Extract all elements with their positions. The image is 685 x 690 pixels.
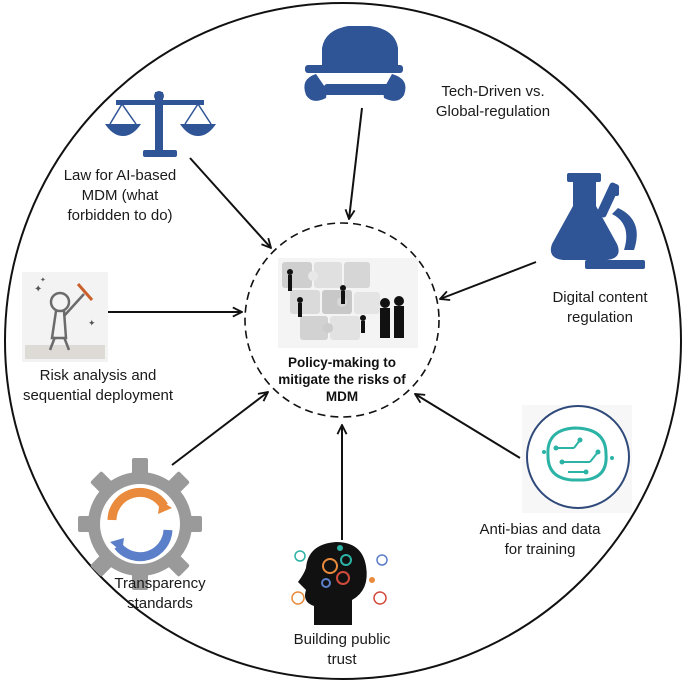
center-title-line: Policy-making to (287, 355, 397, 370)
label-law-ai: Law for AI-based MDM (what forbidden to … (50, 166, 190, 226)
puzzle-team-image (278, 258, 418, 348)
label-transparency: Transparency standards (100, 574, 220, 614)
label-line: Anti-bias and data (479, 521, 601, 538)
label-line: standards (127, 595, 193, 612)
label-public-trust: Building public trust (280, 630, 404, 670)
label-line: MDM (what (81, 187, 159, 204)
arrow-anti-bias (415, 394, 521, 459)
label-digital-content: Digital content regulation (540, 288, 660, 328)
svg-text:✦: ✦ (88, 319, 96, 329)
label-line: Law for AI-based (63, 167, 177, 184)
center-title: Policy-making to mitigate the risks of M… (262, 354, 422, 405)
label-line: regulation (567, 309, 633, 326)
label-line: forbidden to do) (67, 207, 173, 224)
label-line: Global-regulation (435, 103, 551, 120)
label-line: Transparency (114, 575, 206, 592)
label-line: Tech-Driven vs. (441, 83, 545, 100)
lab-flask-microscope-icon (550, 173, 645, 269)
arrow-digital-content (440, 261, 537, 299)
head-with-gears-icon (287, 540, 394, 626)
arrow-tech-driven (349, 107, 363, 219)
arrow-transparency (171, 392, 268, 466)
label-line: Risk analysis and (39, 367, 157, 384)
label-line: Building public (293, 631, 391, 648)
label-line: sequential deployment (22, 387, 174, 404)
hard-hat-wrench-icon (304, 26, 406, 101)
arrow-law-ai (189, 157, 271, 248)
svg-text:✦: ✦ (34, 284, 42, 295)
label-line: trust (327, 651, 357, 668)
label-line: Digital content (552, 289, 648, 306)
scales-of-justice-icon (105, 91, 216, 157)
label-anti-bias: Anti-bias and data for training (470, 520, 610, 560)
circuit-brain-icon (522, 405, 632, 513)
label-line: for training (504, 541, 576, 558)
label-tech-driven: Tech-Driven vs. Global-regulation (418, 82, 568, 122)
svg-text:✦: ✦ (40, 276, 46, 284)
person-with-broom-icon: ✦ ✦ ✦ (22, 272, 108, 362)
gear-with-cycle-arrows-icon (78, 458, 202, 590)
center-title-line: mitigate the risks of (278, 372, 406, 387)
label-risk-analysis: Risk analysis and sequential deployment (18, 366, 178, 406)
center-title-line: MDM (325, 389, 359, 404)
